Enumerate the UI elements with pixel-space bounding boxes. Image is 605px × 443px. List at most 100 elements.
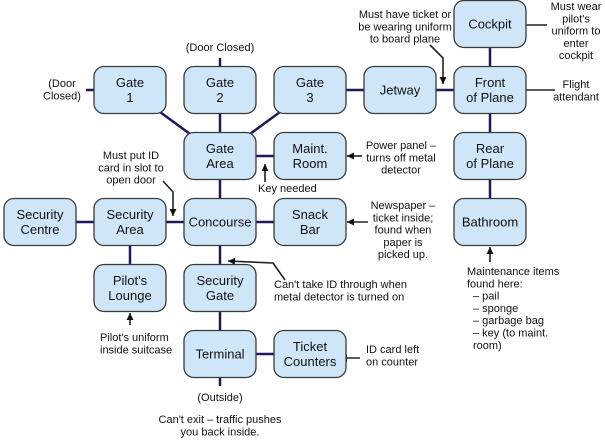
note-line: open door — [106, 175, 156, 187]
note-line: Must put ID — [103, 150, 159, 162]
note-line: room) — [473, 340, 502, 352]
note-line: uniform to — [552, 26, 601, 38]
room-bathroom: Bathroom — [453, 197, 527, 247]
room-box — [183, 197, 257, 247]
room-label: Security — [17, 207, 64, 222]
room-box — [183, 329, 257, 379]
room-box — [183, 131, 257, 181]
room-label: Concourse — [189, 215, 252, 230]
note-line: Must have ticket or — [359, 9, 452, 21]
room-label: Centre — [20, 222, 59, 237]
room-concourse: Concourse — [183, 197, 257, 247]
note-line: – sponge — [473, 303, 518, 315]
room-label: Gate — [296, 75, 324, 90]
pilot-uniform-arrow-head — [126, 313, 134, 320]
note-line: metal detector is turned on — [274, 291, 404, 303]
room-box — [93, 197, 167, 247]
room-box — [273, 329, 347, 379]
room-terminal: Terminal — [183, 329, 257, 379]
note-line: Must wear — [551, 1, 602, 13]
note-line: enter — [563, 38, 588, 50]
board-plane-arrow-head — [439, 77, 447, 84]
note-line: ID card left — [366, 344, 419, 356]
room-label: Gate — [206, 75, 234, 90]
note-line: (Door Closed) — [186, 42, 254, 54]
room-label: Gate — [206, 141, 234, 156]
room-label: Terminal — [195, 347, 244, 362]
room-label: Rear — [476, 141, 505, 156]
note-line: found when — [375, 225, 432, 237]
room-label: Gate — [116, 75, 144, 90]
note-line: (Door — [48, 78, 76, 90]
note-line: Can't take ID through when — [274, 279, 407, 291]
note-line: turns off metal — [366, 152, 436, 164]
note-line: – key (to maint. — [473, 328, 548, 340]
note-line: cockpit — [559, 50, 593, 62]
note-line: ticket inside; — [373, 212, 434, 224]
room-jetway: Jetway — [363, 65, 437, 115]
room-box — [453, 131, 527, 181]
note-line: picked up. — [378, 249, 428, 261]
note-line: you back inside. — [181, 426, 260, 438]
room-label: Bathroom — [462, 215, 518, 230]
room-label: Room — [293, 156, 328, 171]
room-label: Pilot's — [113, 273, 148, 288]
room-label: 3 — [306, 90, 313, 105]
room-box — [273, 131, 347, 181]
room-label: Security — [197, 273, 244, 288]
note-line: on counter — [366, 356, 418, 368]
room-box — [363, 65, 437, 115]
room-label: Maint. — [292, 141, 327, 156]
room-label: Security — [107, 207, 154, 222]
room-box — [453, 197, 527, 247]
note-line: Maintenance items — [467, 266, 560, 278]
key-needed-arrow-head — [261, 164, 269, 171]
note-line: to board plane — [370, 34, 440, 46]
note-door-closed-top: (Door Closed) — [186, 42, 254, 54]
room-label: Area — [116, 222, 144, 237]
room-box — [453, 65, 527, 115]
room-cockpit: Cockpit — [453, 0, 527, 49]
room-box — [183, 263, 257, 313]
room-label: Lounge — [108, 288, 151, 303]
bathroom-arrow-head — [486, 247, 494, 254]
power-panel-arrow-head — [347, 152, 354, 160]
note-line: Newspaper – — [371, 200, 437, 212]
id-slot-arrow — [162, 180, 174, 216]
room-box — [3, 197, 77, 247]
note-line: inside suitcase — [100, 344, 172, 356]
note-line: card in slot to — [98, 162, 163, 174]
note-key-needed: Key needed — [258, 183, 317, 195]
room-label: of Plane — [466, 90, 514, 105]
note-line: – pail — [473, 291, 499, 303]
note-line: pilot's — [562, 13, 590, 25]
note-line: Flight — [563, 79, 590, 91]
room-label: Area — [206, 156, 234, 171]
metal-detector-arrow — [227, 260, 286, 281]
note-line: Key needed — [258, 183, 317, 195]
room-box — [273, 197, 347, 247]
room-box — [93, 263, 167, 313]
room-label: 2 — [216, 90, 223, 105]
id-slot-arrow-head — [169, 209, 177, 216]
